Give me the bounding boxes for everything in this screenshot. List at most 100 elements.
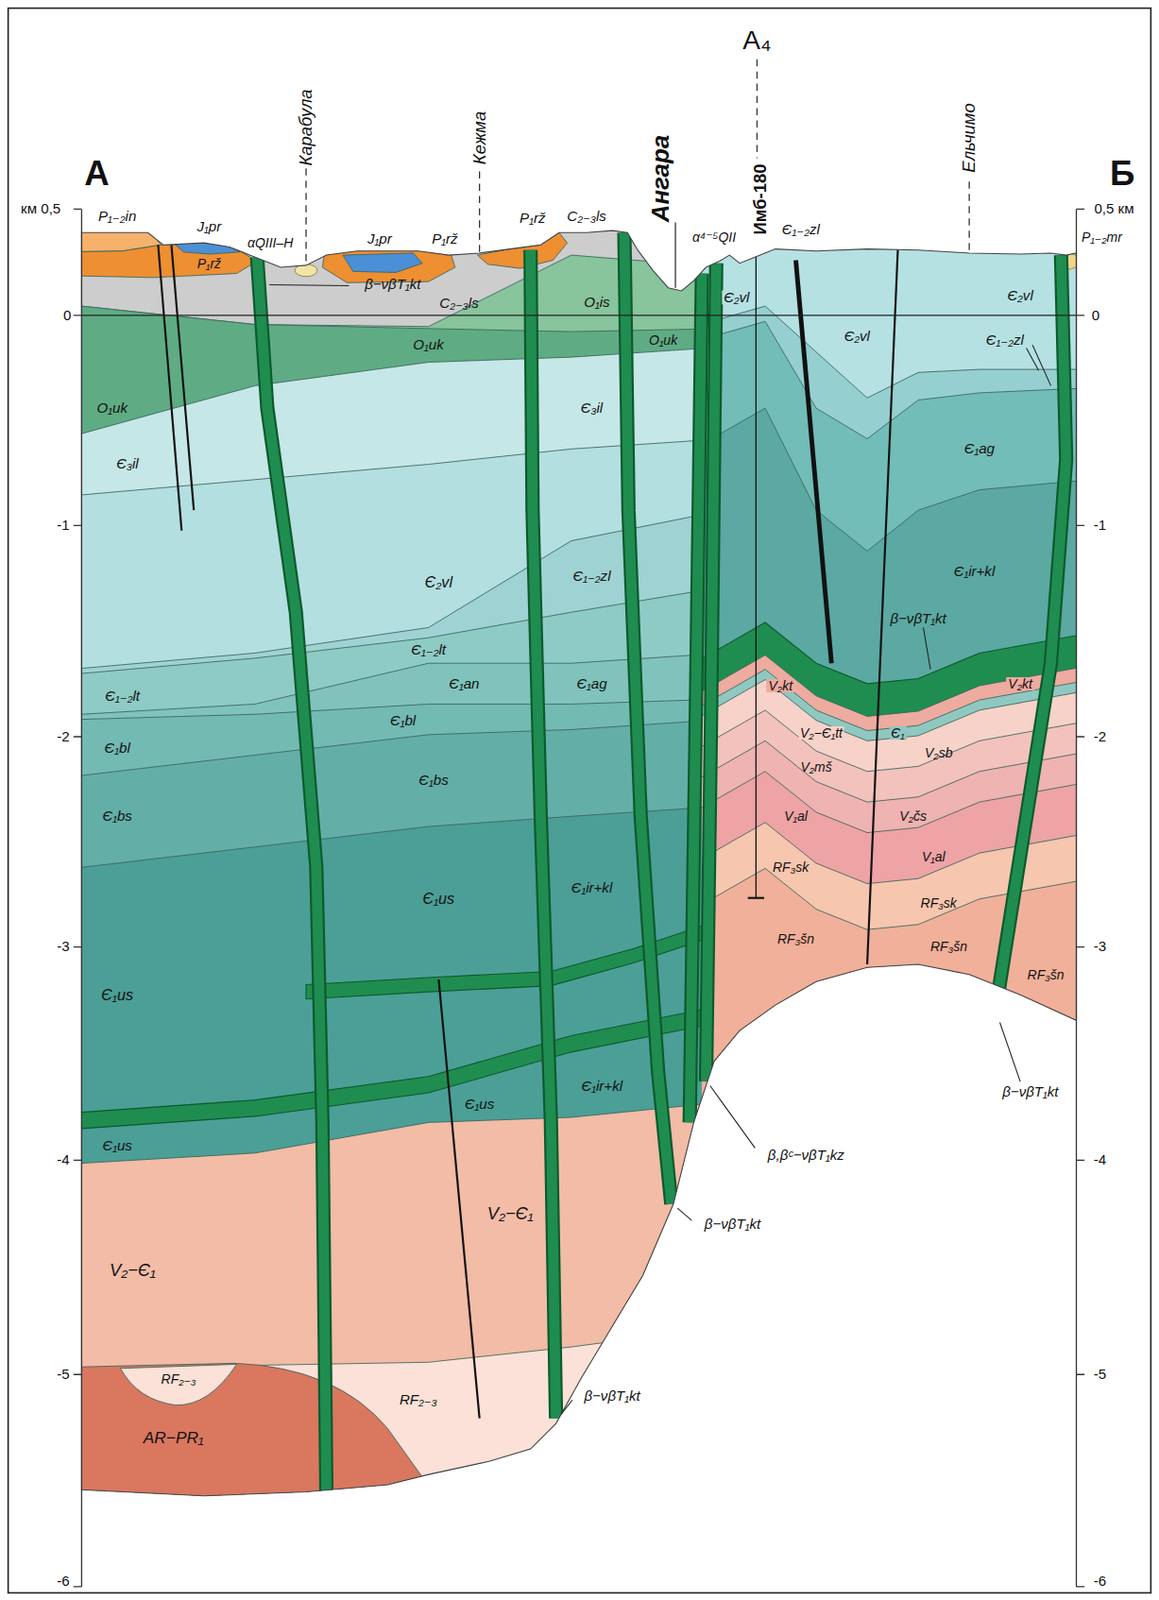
sill bbox=[61, 1005, 702, 1129]
dykes bbox=[994, 255, 1067, 1016]
layer bbox=[61, 698, 702, 1600]
profile-markers bbox=[674, 222, 676, 289]
intrusion-label: β−νβT₁kt bbox=[704, 1217, 761, 1232]
depth-axis-label: -2 bbox=[56, 729, 69, 744]
intrusion-label: β−νβT₁kt bbox=[1002, 1084, 1058, 1099]
stratigraphic-unit-label: V₂−Є₁tt bbox=[798, 726, 845, 740]
stratigraphic-unit-label: Є₂vl bbox=[425, 574, 453, 590]
layer bbox=[701, 153, 1102, 1600]
stratigraphic-unit-label: Є₁bl bbox=[390, 713, 416, 728]
borehole bbox=[748, 255, 765, 899]
layer bbox=[61, 1326, 702, 1600]
stratigraphic-unit-label: RF₃šn bbox=[1027, 968, 1065, 982]
stratigraphic-unit-label: V₂sb bbox=[924, 746, 953, 760]
stratigraphic-unit-label: Є₁ag bbox=[576, 676, 607, 691]
stratigraphic-unit-label: RF₃šn bbox=[930, 939, 968, 954]
section-end-letter: А bbox=[84, 155, 110, 191]
leader-lines bbox=[269, 284, 349, 286]
faults bbox=[170, 244, 194, 511]
depth-axis-label: -2 bbox=[1093, 729, 1107, 744]
stratigraphic-unit-label: V₂kt bbox=[766, 679, 796, 693]
layer bbox=[701, 408, 1092, 1600]
depth-axis-label: -1 bbox=[1093, 518, 1107, 533]
stratigraphic-unit-label: Є₁ir+kl bbox=[581, 1079, 624, 1094]
stratigraphic-unit-label: O₁uk bbox=[647, 333, 680, 347]
profile-markers bbox=[756, 59, 758, 159]
depth-axes bbox=[73, 208, 83, 1586]
depth-axes bbox=[1076, 208, 1086, 1586]
stratigraphic-unit-label: Є₁us bbox=[464, 1096, 495, 1111]
layer bbox=[61, 439, 702, 1600]
stratigraphic-unit-label: Є₁ir+kl bbox=[571, 880, 614, 895]
depth-axis-label: км 0,5 bbox=[20, 202, 61, 217]
depth-axis-label: 0,5 км bbox=[1093, 202, 1134, 217]
stratigraphic-unit-label: Є₁an bbox=[448, 676, 479, 691]
depth-axis-label: -3 bbox=[56, 939, 69, 955]
dykes bbox=[705, 263, 716, 1082]
layer bbox=[61, 153, 702, 1600]
sea-level-line bbox=[81, 314, 1076, 316]
cover-deposits bbox=[477, 232, 567, 269]
lens bbox=[119, 1363, 237, 1405]
dykes bbox=[530, 250, 557, 1419]
section-end-letter: Б bbox=[1109, 155, 1135, 191]
stratigraphic-unit-label: P₁₋₂in bbox=[98, 208, 137, 223]
borehole bbox=[748, 897, 765, 900]
leader-lines bbox=[677, 1208, 692, 1221]
river-name: Ангара bbox=[648, 135, 674, 222]
faults bbox=[795, 259, 832, 664]
stratigraphic-unit-label: C₂₋₃ls bbox=[439, 295, 479, 310]
layer bbox=[61, 346, 702, 1600]
leader-lines bbox=[561, 1399, 573, 1415]
depth-axes bbox=[81, 208, 83, 1586]
stratigraphic-unit-label: Є₁ir+kl bbox=[954, 563, 996, 579]
stratigraphic-unit-label: V₂−Є₁ bbox=[487, 1205, 534, 1223]
dykes bbox=[256, 256, 326, 1500]
layer bbox=[61, 719, 702, 1600]
stratigraphic-unit-label: Є₂vl bbox=[721, 290, 751, 306]
depth-axis-label: -3 bbox=[1093, 939, 1107, 955]
stratigraphic-unit-label: Є₁₋₂zl bbox=[986, 332, 1024, 347]
profile-markers bbox=[968, 181, 970, 253]
stratigraphic-unit-label: V₂kt bbox=[1005, 677, 1035, 691]
stratigraphic-unit-label: α⁴⁻⁵QII bbox=[692, 230, 736, 244]
stratigraphic-unit-label: V₂mš bbox=[800, 760, 832, 774]
stratigraphic-unit-label: V₂čs bbox=[899, 809, 927, 823]
depth-axis-label: -6 bbox=[56, 1574, 69, 1589]
stratigraphic-unit-label: J₁pr bbox=[197, 219, 222, 234]
river-name: Карабула bbox=[297, 88, 315, 166]
profile-markers bbox=[306, 59, 970, 289]
dykes bbox=[256, 256, 326, 1500]
section-body bbox=[61, 153, 1103, 1600]
depth-axis-label: -6 bbox=[1093, 1574, 1107, 1589]
stratigraphic-unit-label: Є₁us bbox=[423, 889, 456, 905]
stratigraphic-unit-label: AR−PR₁ bbox=[143, 1430, 205, 1447]
stratigraphic-unit-label: Є₂vl bbox=[844, 329, 870, 344]
leader-lines bbox=[710, 1086, 756, 1149]
stratigraphic-unit-label: P₁rž bbox=[197, 256, 222, 271]
layer bbox=[701, 868, 1092, 1600]
borehole bbox=[755, 255, 757, 899]
leader-lines bbox=[922, 627, 931, 669]
layer bbox=[701, 710, 1092, 1600]
dykes bbox=[705, 263, 716, 1082]
stratigraphic-unit-label: αQIII–H bbox=[247, 236, 293, 250]
intrusion-label: β−νβT₁kt bbox=[364, 277, 421, 292]
depth-axes bbox=[73, 208, 1085, 1586]
layer bbox=[61, 652, 702, 1600]
stratigraphic-unit-label: Є₃il bbox=[116, 457, 138, 472]
layer bbox=[61, 306, 702, 1600]
depth-axis-label: -5 bbox=[56, 1366, 69, 1381]
layer bbox=[701, 740, 1092, 1600]
stratigraphic-unit-label: V₂−Є₁ bbox=[109, 1261, 156, 1279]
layer bbox=[61, 1102, 702, 1600]
stratigraphic-unit-label: V₁al bbox=[921, 850, 946, 864]
layer bbox=[61, 586, 702, 1600]
profile-markers bbox=[478, 171, 480, 253]
stratigraphic-unit-label: Є₁ bbox=[888, 726, 906, 740]
stratigraphic-unit-label: Є₁bl bbox=[104, 740, 131, 755]
faults bbox=[867, 250, 898, 965]
river-name: Ельчимо bbox=[960, 102, 978, 172]
